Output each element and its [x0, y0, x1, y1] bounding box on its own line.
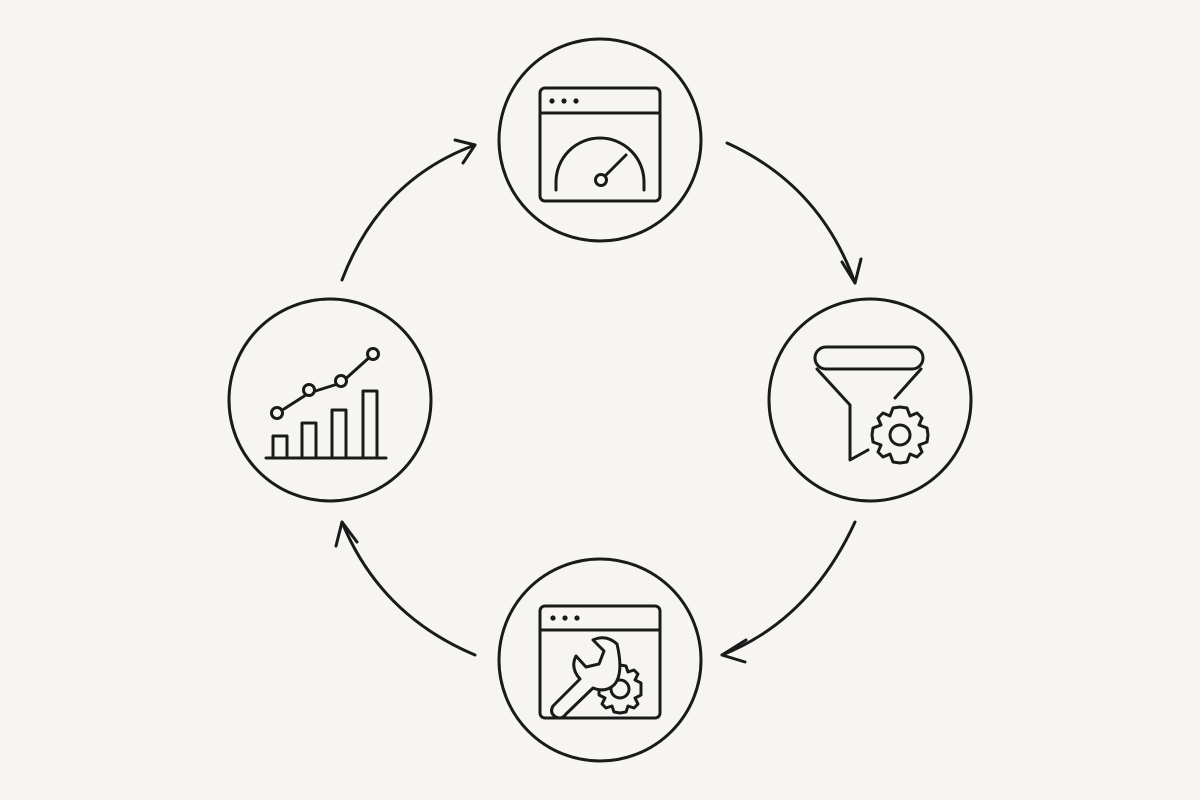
node-configuration-maintenance	[497, 557, 703, 763]
funnel-gear-icon	[813, 345, 930, 465]
node-filtering-processing	[767, 297, 973, 503]
node-performance-monitoring	[497, 37, 703, 243]
arrow-left-to-top	[340, 138, 477, 282]
browser-wrench-gear-icon	[538, 604, 662, 720]
bar-line-chart-icon	[264, 347, 388, 460]
arrow-right-to-bottom	[720, 520, 857, 664]
arrow-bottom-to-left	[334, 520, 477, 657]
arrow-top-to-right	[725, 141, 863, 285]
browser-speedometer-icon	[538, 86, 662, 203]
node-analytics-growth	[227, 297, 433, 503]
